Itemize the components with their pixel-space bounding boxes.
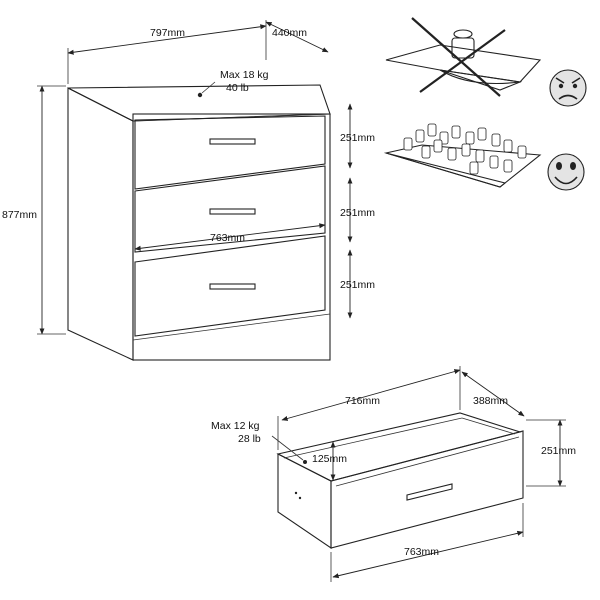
angry-face-icon [549, 69, 587, 107]
drawer-handle [209, 138, 256, 145]
cabinet-height-label: 877mm [2, 209, 37, 221]
drawer-height-label-2: 251mm [340, 207, 375, 219]
drawer-load-kg: Max 12 kg [211, 420, 260, 432]
drawer-detail-drawing [276, 412, 524, 550]
drawer-height-label-3: 251mm [340, 279, 375, 291]
drawer-handle [406, 483, 453, 501]
small-items-icon [403, 123, 527, 175]
drawer-height-label-1: 251mm [340, 132, 375, 144]
cabinet-dimensions: 797mm 440mm 877mm 763mm 251mm 251mm 251m… [2, 20, 375, 335]
drawer-front-width-label: 763mm [404, 546, 439, 558]
correct-load-illustration [383, 123, 585, 191]
drawer-side-panel [277, 453, 332, 550]
cabinet-front [132, 113, 331, 361]
cabinet-depth-label: 440mm [272, 27, 307, 39]
cabinet-drawing [67, 81, 331, 361]
smiling-face-icon [547, 153, 585, 191]
top-load-kg: Max 18 kg [220, 69, 269, 81]
drawer-front-height-label: 251mm [541, 445, 576, 457]
cabinet-side [67, 87, 134, 361]
drawer-depth-label: 388mm [473, 395, 508, 407]
drawer-handle [209, 283, 256, 290]
load-point-dot [197, 92, 203, 98]
wrong-load-illustration [385, 17, 587, 107]
drawer-dimensions: 716mm 388mm 251mm 125mm 763mm Max 12 kg … [211, 366, 576, 582]
cabinet-drawer-3 [134, 235, 326, 337]
drawer-front-panel [330, 430, 524, 549]
top-load-lb: 40 lb [226, 82, 249, 94]
drawer-handle [209, 208, 256, 215]
drawer-load-lb: 28 lb [238, 433, 261, 445]
cabinet-drawer-1 [134, 115, 326, 190]
drawer-inner-height-label: 125mm [312, 453, 347, 465]
cabinet-width-label: 797mm [150, 27, 185, 39]
drawer-inner-width-label: 716mm [345, 395, 380, 407]
cabinet-inner-width-label: 763mm [210, 232, 245, 244]
cross-out-mark [411, 17, 501, 97]
